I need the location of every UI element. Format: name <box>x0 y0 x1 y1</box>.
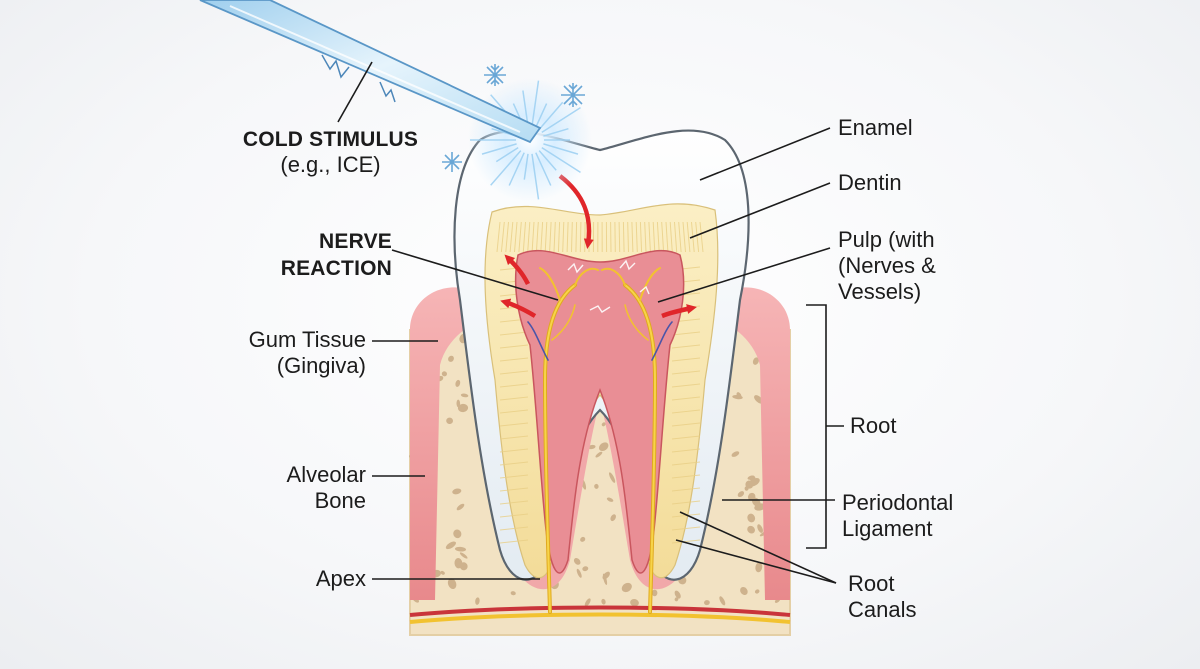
leader-pulp <box>657 247 831 303</box>
gum-tissue-label: Gum Tissue (Gingiva) <box>248 327 366 378</box>
cold-stimulus-example: (e.g., ICE) <box>280 152 381 177</box>
leader-nerve-reaction <box>391 249 559 301</box>
leader-dentin <box>689 182 831 239</box>
nerve-reaction-label: NERVE REACTION <box>280 230 392 280</box>
pulp-label: Pulp (with (Nerves & Vessels) <box>838 227 936 304</box>
leader-root-canals-a <box>679 511 837 584</box>
leader-cold-stimulus <box>337 61 373 123</box>
leader-root-canals-b <box>675 539 837 584</box>
leader-enamel <box>699 127 831 181</box>
alveolar-bone-label: Alveolar Bone <box>286 462 366 513</box>
root-canals-label: Root Canals <box>848 571 917 622</box>
nerve-fibers <box>527 267 673 614</box>
leader-lines <box>337 61 844 584</box>
enamel-label: Enamel <box>838 115 913 140</box>
pulp-shape <box>514 249 685 574</box>
root-label: Root <box>850 413 897 438</box>
dentin-label: Dentin <box>838 170 902 195</box>
base-vessels <box>409 605 791 624</box>
root-bracket <box>806 304 827 549</box>
nerve-sparks <box>567 259 650 313</box>
snowflake-icons <box>442 64 585 172</box>
apex-label: Apex <box>315 566 366 591</box>
periodontal-ligament-label: Periodontal Ligament <box>842 490 954 541</box>
gum-tissue-shape <box>410 287 790 600</box>
ice-stimulus <box>199 0 592 202</box>
cold-stimulus-title: COLD STIMULUS <box>242 128 419 151</box>
